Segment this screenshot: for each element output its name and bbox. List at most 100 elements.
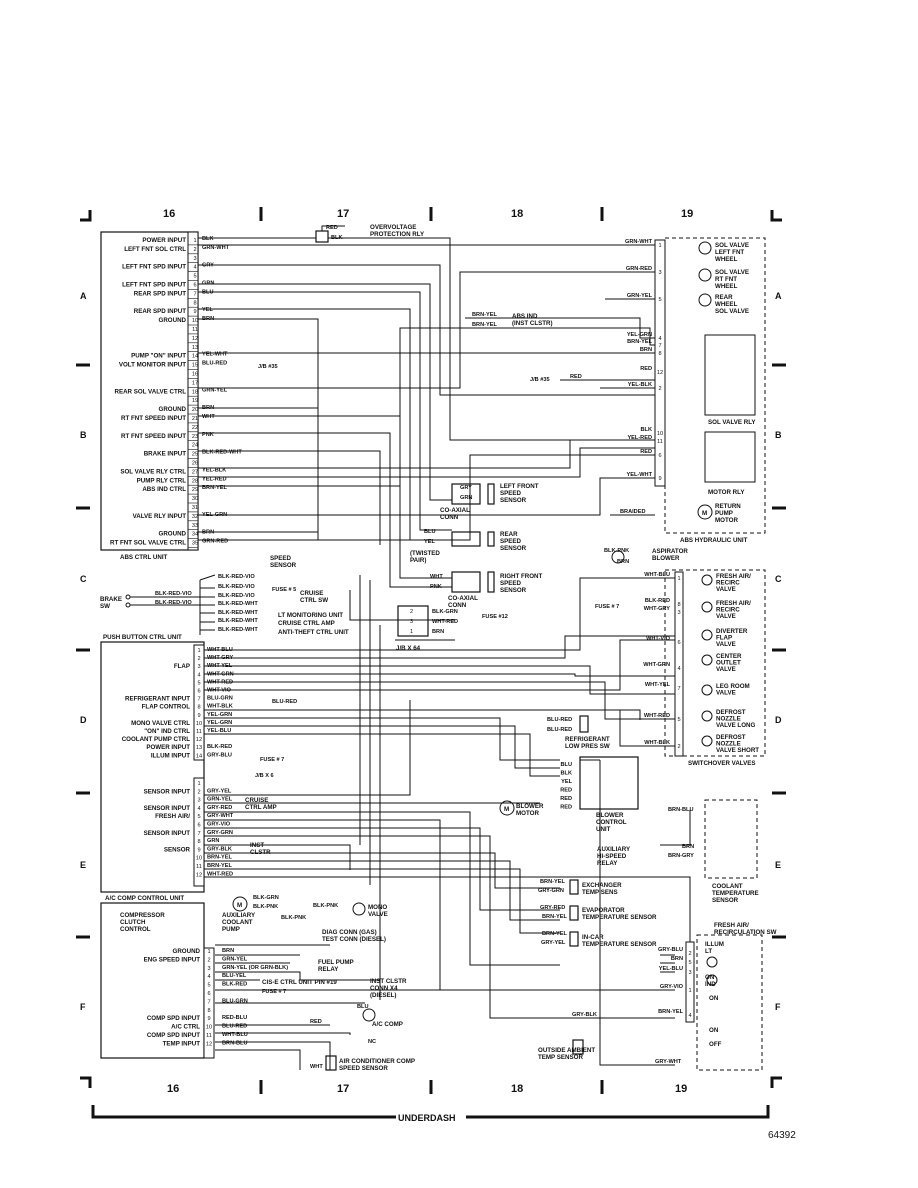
ac-pin-number: 5 bbox=[207, 983, 210, 989]
row-label-c-right: C bbox=[775, 574, 782, 584]
svg-text:BRN-YEL: BRN-YEL bbox=[540, 879, 565, 885]
hyd-pin-wire: YEL-WHT bbox=[627, 472, 653, 478]
brake-branch-wire: BLK-RED-VIO bbox=[218, 574, 255, 580]
abs-pin-number: 35 bbox=[192, 541, 198, 547]
switchover-valve-icon bbox=[701, 629, 713, 641]
pb-pin-wire: WHT-RED bbox=[207, 679, 233, 685]
abs-pin-label: LEFT FNT SOL CTRL bbox=[124, 246, 186, 253]
hyd-pin-wire: GRN-RED bbox=[626, 266, 652, 272]
abs-pin-wire: YEL-WHT bbox=[202, 352, 228, 358]
abs-pin-number: 21 bbox=[192, 416, 198, 422]
abs-pin-number: 20 bbox=[192, 407, 198, 413]
hyd-pin-number: 9 bbox=[658, 476, 661, 482]
abs-pin-wire: WHT bbox=[202, 414, 215, 420]
pb-pin-number: 7 bbox=[197, 697, 200, 703]
fuse-12-label: FUSE #12 bbox=[482, 614, 508, 620]
pb-pin-number: 1 bbox=[197, 648, 200, 654]
ac-pin-wire: BRN-BLU bbox=[222, 1040, 247, 1046]
pb-pin-number: 8 bbox=[197, 839, 200, 845]
pb-pin-label: POWER INPUT bbox=[146, 744, 190, 751]
push-button-ctrl-box bbox=[100, 641, 205, 893]
fresh-air-pin-number: 1 bbox=[688, 988, 691, 994]
fresh-air-sw-title: FRESH AIR/RECIRCULATION SW bbox=[714, 922, 777, 936]
row-label-e-left: E bbox=[80, 860, 86, 870]
pb-pin-label: SENSOR bbox=[164, 846, 191, 853]
svg-text:BLK-PNK: BLK-PNK bbox=[253, 904, 278, 910]
pb-pin-wire: BRN-YEL bbox=[207, 863, 232, 869]
brake-dest-fuse5: FUSE # 5 bbox=[272, 587, 296, 593]
svg-text:GRY-YEL: GRY-YEL bbox=[541, 940, 566, 946]
aux-pump-motor-icon bbox=[232, 896, 248, 912]
abs-pin-number: 28 bbox=[192, 478, 198, 484]
abs-pin-wire: GRN-RED bbox=[202, 539, 228, 545]
abs-pin-number: 9 bbox=[193, 309, 196, 315]
brake-branch-wire: BLK-RED-WHT bbox=[218, 618, 258, 624]
abs-pin-number: 27 bbox=[192, 469, 198, 475]
pb-pin-number: 7 bbox=[197, 831, 200, 837]
ac-pin-number: 9 bbox=[207, 1016, 210, 1022]
volt-monitor-dest: J/B #35 bbox=[258, 364, 278, 370]
switchover-valve-icon bbox=[701, 684, 713, 696]
lf-sensor-wire-grn: GRN bbox=[460, 495, 472, 501]
ac-comp-nc: NC bbox=[368, 1039, 376, 1045]
return-pump-motor-icon: M bbox=[697, 504, 713, 520]
pb-pin-wire: BLK-RED bbox=[207, 744, 232, 750]
ac-pin-wire: BRN bbox=[222, 948, 234, 954]
row-label-e-right: E bbox=[775, 860, 781, 870]
svg-text:M: M bbox=[237, 902, 242, 909]
ac-pin-wire: WHT-BLU bbox=[222, 1032, 248, 1038]
brake-wire-left: BLK-RED-VIO bbox=[155, 600, 192, 606]
abs-ind-wire-2: BRN-YEL bbox=[472, 322, 497, 328]
abs-pin-label: GROUND bbox=[159, 317, 187, 324]
switchover-pin-wire: WHT-BLU bbox=[644, 572, 670, 578]
abs-pin-number: 29 bbox=[192, 487, 198, 493]
svg-text:GRY-BLK: GRY-BLK bbox=[572, 1012, 597, 1018]
pb-pin-number: 6 bbox=[197, 689, 200, 695]
hyd-pin-number: 1 bbox=[658, 243, 661, 249]
pb-pin-wire: BLU-GRN bbox=[207, 696, 233, 702]
abs-ind-label: ABS IND(INST CLSTR) bbox=[512, 313, 553, 327]
grid-frame bbox=[76, 207, 786, 1119]
abs-pin-label: GROUND bbox=[159, 531, 187, 538]
abs-pin-number: 19 bbox=[192, 398, 198, 404]
abs-indicator: BRN-YEL BRN-YEL ABS IND(INST CLSTR) bbox=[472, 312, 553, 328]
pb-pin-number: 12 bbox=[196, 872, 202, 878]
hyd-pin-wire: YEL-RED bbox=[627, 435, 652, 441]
pb-pin-label: ILLUM INPUT bbox=[151, 752, 190, 759]
brake-branch-wire: BLK-RED-VIO bbox=[218, 584, 255, 590]
switchover-fuse7: FUSE # 7 bbox=[595, 604, 619, 610]
switchover-pin-wire: WHT-VIO bbox=[646, 636, 671, 642]
abs-pin-number: 14 bbox=[192, 354, 198, 360]
pb-pin-wire: YEL-GRN bbox=[207, 712, 232, 718]
pb-pin-wire: GRN-YEL bbox=[207, 797, 233, 803]
ac-pin-number: 8 bbox=[207, 1008, 210, 1014]
sol-valve-rear-icon bbox=[698, 293, 712, 307]
svg-text:BRN-BLU: BRN-BLU bbox=[668, 807, 693, 813]
abs-pin-label: RT FNT SPEED INPUT bbox=[121, 415, 186, 422]
hyd-pin-wire: BRN-YEL bbox=[627, 339, 652, 345]
abs-pin-number: 2 bbox=[193, 247, 196, 253]
sol-valve-right-icon bbox=[698, 268, 712, 282]
abs-pin-wire: BLK bbox=[202, 236, 214, 242]
row-label-b-right: B bbox=[775, 430, 782, 440]
brake-branch-wire: BLK-RED-WHT bbox=[218, 610, 258, 616]
pb-pin-wire: WHT-YEL bbox=[207, 663, 233, 669]
abs-pin-wire: BLU-RED bbox=[202, 361, 227, 367]
ac-comp-ctrl-title: A/C COMP CONTROL UNIT bbox=[105, 895, 184, 902]
